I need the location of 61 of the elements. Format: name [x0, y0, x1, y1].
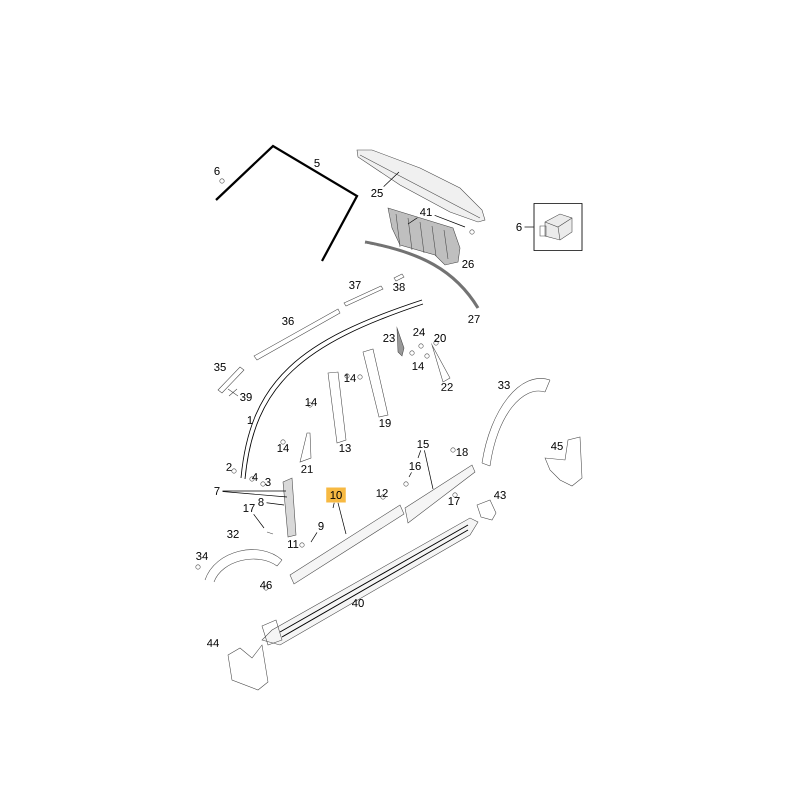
callout-number: 20: [434, 334, 446, 342]
callout-number: 2: [226, 463, 232, 471]
inset-box: [534, 203, 582, 251]
callout-number: 14: [412, 362, 424, 370]
callout-number: 6: [516, 223, 522, 231]
callout-number: 45: [551, 442, 563, 450]
callout-number: 19: [380, 419, 391, 427]
leader-line: [253, 514, 264, 528]
leader-line: [310, 532, 318, 542]
leader-line: [408, 472, 412, 478]
callout-number: 35: [214, 363, 226, 371]
callout-number: 14: [278, 444, 289, 452]
callout-number: 33: [498, 381, 510, 389]
callout-number: 13: [340, 444, 351, 452]
callout-number: 43: [494, 491, 506, 499]
leader-line: [434, 214, 466, 228]
callout-number: 8: [258, 498, 264, 506]
leader-line: [524, 226, 534, 228]
leader-line: [332, 502, 335, 508]
callout-number: 34: [196, 552, 208, 560]
leader-line: [383, 172, 400, 187]
callout-number: 38: [393, 283, 405, 291]
callout-number: 6: [214, 167, 220, 175]
callout-number: 40: [352, 599, 364, 607]
callout-number: 22: [441, 383, 453, 391]
callout-number: 5: [314, 159, 320, 167]
callout-number: 18: [456, 448, 468, 456]
callout-number: 23: [383, 334, 395, 342]
callout-number: 14: [344, 374, 356, 382]
callout-number: 11: [288, 540, 298, 548]
leader-line: [418, 450, 422, 458]
callout-number: 27: [468, 315, 480, 323]
callout-number: 12: [376, 489, 388, 497]
leader-line: [408, 217, 418, 224]
callout-number: 17: [448, 497, 460, 505]
callout-number: 37: [349, 281, 361, 289]
callout-number: 36: [282, 317, 294, 325]
callout-number: 16: [410, 462, 421, 470]
callout-number: 10: [326, 488, 346, 502]
callout-number: 9: [318, 522, 324, 530]
callout-number: 46: [260, 581, 272, 589]
leader-line: [222, 491, 288, 498]
callout-number: 4: [252, 473, 258, 481]
callout-number: 26: [462, 260, 474, 268]
callout-number: 1: [248, 416, 253, 424]
callout-number: 25: [371, 189, 383, 197]
leader-line: [338, 502, 346, 534]
callout-number: 15: [418, 440, 429, 448]
callout-number: 39: [240, 393, 252, 401]
leader-line: [222, 490, 286, 492]
leader-line: [424, 450, 434, 490]
callout-number: 44: [207, 639, 219, 647]
callout-number: 24: [413, 328, 425, 336]
callout-number: 3: [265, 478, 271, 486]
callout-number: 14: [306, 398, 317, 406]
callout-number: 7: [214, 487, 220, 495]
callout-number: 41: [420, 208, 432, 216]
leader-line: [266, 502, 284, 506]
callout-number: 21: [301, 465, 313, 473]
callout-number: 17: [244, 504, 255, 512]
callout-number: 32: [227, 530, 239, 538]
